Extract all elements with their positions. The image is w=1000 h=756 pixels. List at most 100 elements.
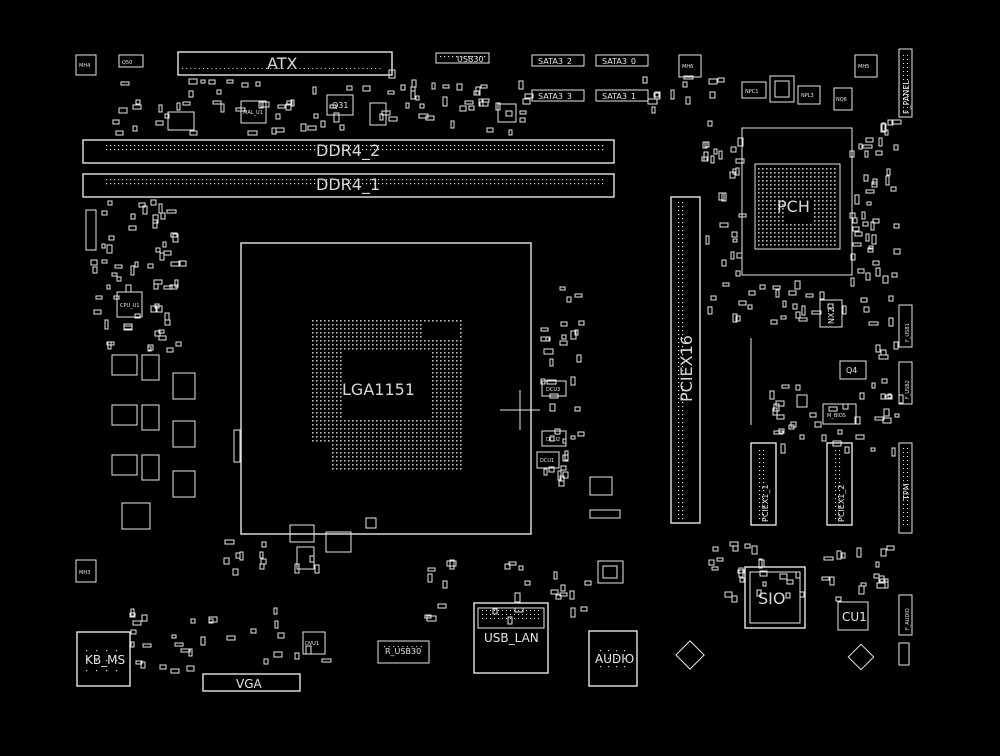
pin-dot xyxy=(786,236,788,238)
pin-dot xyxy=(498,149,500,151)
pin-dot xyxy=(682,214,684,216)
pin-dot xyxy=(452,388,454,390)
pin-dot xyxy=(348,340,350,342)
pin-dot xyxy=(368,324,370,326)
pin-dot xyxy=(794,188,796,190)
pin-dot xyxy=(270,149,272,151)
pin-dot xyxy=(328,436,330,438)
pin-dot xyxy=(682,494,684,496)
smd-component xyxy=(707,306,713,315)
smd-component xyxy=(735,167,740,176)
pin-dot xyxy=(526,614,527,615)
pin-dot xyxy=(348,460,350,462)
pin-dot xyxy=(470,179,472,181)
smd-component xyxy=(852,217,858,224)
pin-dot xyxy=(110,179,112,181)
pin-dot xyxy=(432,360,434,362)
pin-dot xyxy=(96,650,98,652)
q31-label: Q31 xyxy=(332,101,348,110)
pin-dot xyxy=(316,368,318,370)
pin-dot xyxy=(452,404,454,406)
smd-component xyxy=(799,434,805,440)
pin-dot xyxy=(384,320,386,322)
pin-dot xyxy=(350,179,352,181)
pin-dot xyxy=(498,610,499,611)
pin-dot xyxy=(222,145,224,147)
smd-component xyxy=(446,560,457,567)
pin-dot xyxy=(802,224,804,226)
pin-dot xyxy=(396,336,398,338)
pin-dot xyxy=(250,183,252,185)
pin-dot xyxy=(432,408,434,410)
pin-dot xyxy=(306,183,308,185)
smd-component xyxy=(710,155,715,164)
pin-dot xyxy=(766,208,768,210)
pin-dot xyxy=(336,440,338,442)
pin-dot xyxy=(412,460,414,462)
pin-dot xyxy=(420,452,422,454)
pin-dot xyxy=(372,336,374,338)
pin-dot xyxy=(448,348,450,350)
pin-dot xyxy=(320,388,322,390)
ddr4-2-slot xyxy=(82,139,615,164)
smd-component xyxy=(729,541,739,547)
pin-dot xyxy=(170,145,172,147)
pin-dot xyxy=(410,149,412,151)
pin-dot xyxy=(408,348,410,350)
pin-dot xyxy=(682,462,684,464)
pin-dot xyxy=(324,428,326,430)
pin-dot xyxy=(835,514,837,516)
pin-dot xyxy=(460,332,462,334)
pin-dot xyxy=(762,212,764,214)
pin-dot xyxy=(790,236,792,238)
pin-dot xyxy=(814,192,816,194)
smd-component xyxy=(263,658,269,665)
pin-dot xyxy=(328,364,330,366)
pin-dot xyxy=(826,172,828,174)
pin-dot xyxy=(682,350,684,352)
pin-dot xyxy=(320,328,322,330)
pin-dot xyxy=(408,320,410,322)
pin-dot xyxy=(332,456,334,458)
pin-dot xyxy=(396,448,398,450)
mount-hole-mh5 xyxy=(854,54,878,78)
smd-component xyxy=(841,552,846,559)
pin-dot xyxy=(566,149,568,151)
pin-dot xyxy=(364,460,366,462)
pin-dot xyxy=(368,456,370,458)
smd-component xyxy=(670,89,675,100)
pin-dot xyxy=(230,145,232,147)
pin-dot xyxy=(258,149,260,151)
pin-dot xyxy=(530,145,532,147)
pin-dot xyxy=(466,145,468,147)
pin-dot xyxy=(368,348,370,350)
pin-dot xyxy=(835,510,837,512)
pin-dot xyxy=(404,436,406,438)
pin-dot xyxy=(332,412,334,414)
pin-dot xyxy=(440,392,442,394)
pin-dot xyxy=(306,145,308,147)
pin-dot xyxy=(420,646,422,648)
smd-component xyxy=(160,212,166,220)
pin-dot xyxy=(826,184,828,186)
pin-dot xyxy=(416,468,418,470)
pin-dot xyxy=(182,145,184,147)
pin-dot xyxy=(798,196,800,198)
pin-dot xyxy=(762,192,764,194)
pin-dot xyxy=(778,244,780,246)
smd-component xyxy=(878,137,883,147)
pin-dot xyxy=(372,348,374,350)
smd-component xyxy=(174,642,184,647)
pin-dot xyxy=(806,232,808,234)
pin-dot xyxy=(116,650,118,652)
pin-dot xyxy=(456,340,458,342)
pin-dot xyxy=(320,424,322,426)
pin-dot xyxy=(758,168,760,170)
pin-dot xyxy=(678,446,680,448)
smd-component xyxy=(842,403,849,410)
pin-dot xyxy=(678,294,680,296)
smd-component xyxy=(255,81,261,87)
pin-dot xyxy=(452,432,454,434)
pin-dot xyxy=(907,63,908,64)
pin-dot xyxy=(590,179,592,181)
